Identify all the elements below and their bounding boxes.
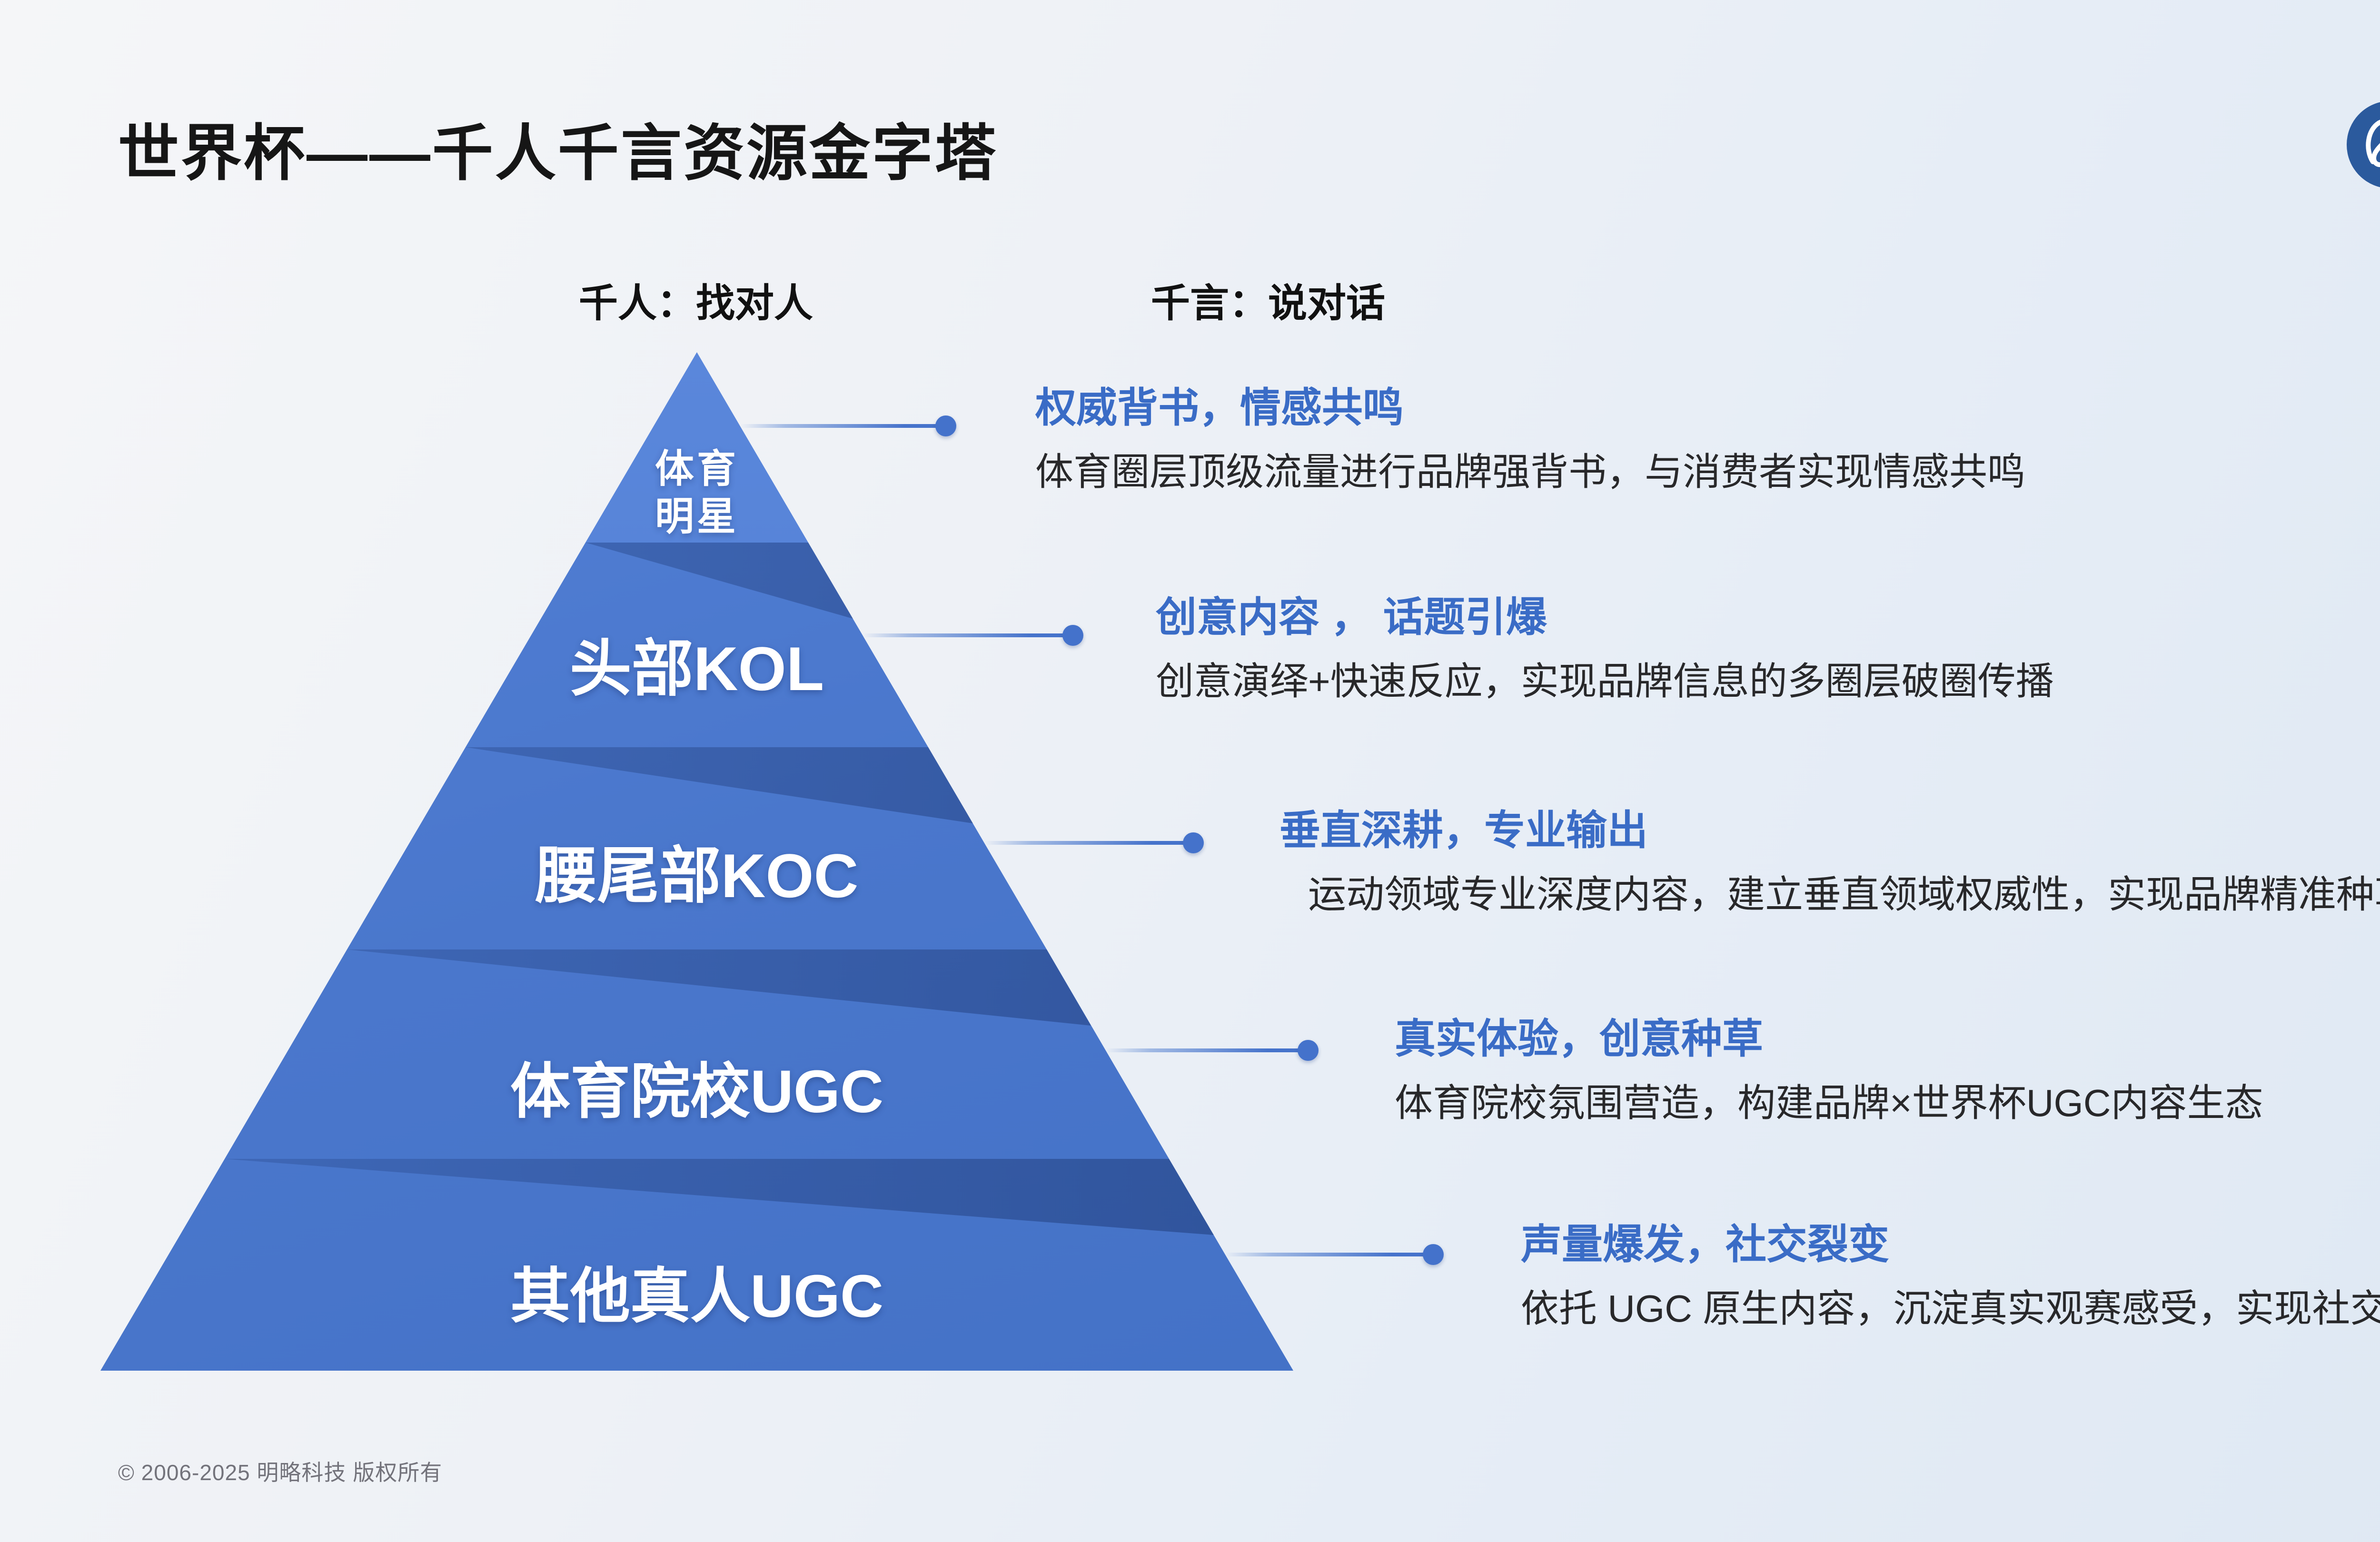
- annotation-headline: 权威背书，情感共鸣: [1035, 385, 1404, 431]
- connector-line-4: [1106, 1048, 1308, 1052]
- tier-label-line1: 体育: [654, 447, 739, 491]
- connector-dot-1: [935, 415, 956, 436]
- annotation-body: 体育院校氛围营造，构建品牌×世界杯UGC内容生态: [1395, 1082, 2263, 1125]
- copyright-notice: © 2006-2025 明略科技 版权所有: [118, 1460, 443, 1485]
- mininglamp-logo-icon: [2347, 102, 2380, 188]
- annotation-other-ugc: 声量爆发，社交裂变 依托 UGC 原生内容，沉淀真实观赛感受，实现社交链裂变扩散: [1521, 1223, 2380, 1329]
- connector-dot-3: [1183, 832, 1204, 853]
- connector-line-3: [984, 841, 1193, 845]
- connector-dot-4: [1298, 1040, 1319, 1061]
- annotation-headline: 声量爆发，社交裂变: [1521, 1222, 1889, 1267]
- column-header-words: 千言：说对话: [1151, 282, 1386, 325]
- annotation-sports-stars: 权威背书，情感共鸣 体育圈层顶级流量进行品牌强背书，与消费者实现情感共鸣: [1035, 386, 2025, 492]
- annotation-body: 运动领域专业深度内容，建立垂直领域权威性，实现品牌精准种草: [1308, 873, 2380, 916]
- page-title: 世界杯——千人千言资源金字塔: [118, 119, 998, 188]
- annotation-body: 依托 UGC 原生内容，沉淀真实观赛感受，实现社交链裂变扩散: [1521, 1287, 2380, 1330]
- tier-label-head-kol: 头部KOL: [569, 634, 824, 703]
- company-logo: 明略科技® MININGLAMP TECHNOLOGY: [2347, 101, 2380, 193]
- pyramid-tier-other-ugc: [100, 1159, 1293, 1371]
- annotation-mid-tail-koc: 垂直深耕，专业输出 运动领域专业深度内容，建立垂直领域权威性，实现品牌精准种草: [1279, 809, 2380, 915]
- annotation-body: 创意演绎+快速反应，实现品牌信息的多圈层破圈传播: [1156, 660, 2054, 703]
- tier-label-line2: 明星: [654, 495, 739, 539]
- annotation-head-kol: 创意内容 ， 话题引爆 创意演绎+快速反应，实现品牌信息的多圈层破圈传播: [1156, 596, 2054, 702]
- tier-label-sports-college-ugc: 体育院校UGC: [510, 1058, 883, 1125]
- tier-label-mid-tail-koc: 腰尾部KOC: [535, 841, 859, 910]
- pyramid-tier-sports-college-ugc: [225, 949, 1169, 1159]
- annotation-headline: 真实体验，创意种草: [1395, 1016, 1763, 1062]
- annotation-headline: 垂直深耕，专业输出: [1279, 808, 1648, 853]
- connector-line-1: [740, 424, 946, 428]
- annotation-sports-college-ugc: 真实体验，创意种草 体育院校氛围营造，构建品牌×世界杯UGC内容生态: [1395, 1018, 2263, 1123]
- connector-dot-5: [1423, 1244, 1444, 1265]
- annotation-headline: 创意内容 ， 话题引爆: [1156, 594, 1547, 640]
- tier-label-other-ugc: 其他真人UGC: [510, 1263, 883, 1330]
- resource-pyramid: 体育 明星 头部KOL 腰尾部KOC 体育院校UGC 其他真人UGC: [100, 352, 1293, 1371]
- column-header-people: 千人：找对人: [579, 282, 813, 325]
- annotation-body: 体育圈层顶级流量进行品牌强背书，与消费者实现情感共鸣: [1035, 451, 2025, 494]
- tier-label-sports-stars: 体育 明星: [655, 445, 739, 541]
- connector-line-5: [1225, 1253, 1433, 1256]
- connector-dot-2: [1062, 625, 1083, 646]
- connector-line-2: [863, 633, 1073, 637]
- pyramid-tier-mid-tail-koc: [347, 747, 1047, 949]
